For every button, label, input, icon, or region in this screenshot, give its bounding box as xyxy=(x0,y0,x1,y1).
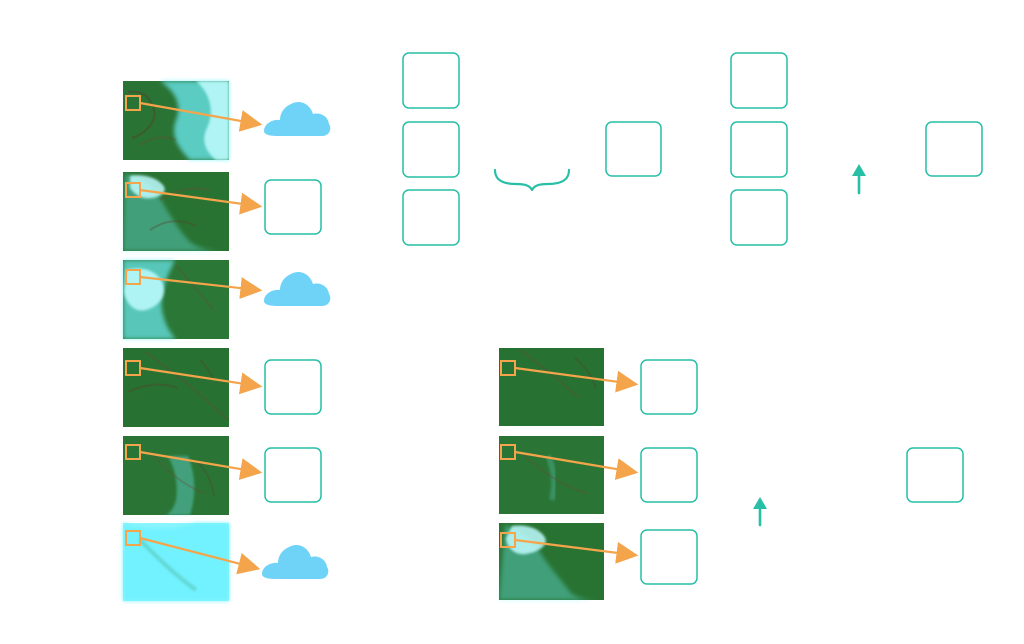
arrow-line xyxy=(139,366,263,395)
top-left-box-stack xyxy=(402,52,460,246)
cloud-icon xyxy=(262,545,329,579)
left-image-stack xyxy=(123,81,230,601)
arrow-line xyxy=(139,275,263,300)
stacked-box xyxy=(402,52,460,109)
middle-selection-arrows xyxy=(500,360,639,564)
curly-brace-icon xyxy=(493,168,571,192)
middle-image-stack xyxy=(499,348,604,600)
satellite-image xyxy=(499,436,604,514)
result-box xyxy=(264,179,322,235)
up-arrow-icon xyxy=(753,497,767,527)
satellite-image xyxy=(123,436,229,515)
bottom-right-single-box xyxy=(906,447,964,503)
middle-target-boxes xyxy=(640,359,698,585)
arrow-line xyxy=(139,101,263,132)
result-box xyxy=(264,359,322,415)
top-right-box-stack xyxy=(730,52,788,246)
satellite-image xyxy=(123,260,229,339)
arrow-line xyxy=(514,538,639,564)
stacked-box xyxy=(730,121,788,178)
arrow-line xyxy=(139,450,263,480)
left-targets xyxy=(262,102,331,579)
stacked-box xyxy=(730,189,788,246)
up-arrow-icon xyxy=(852,164,866,195)
aggregated-box xyxy=(605,121,662,177)
cloud-icon xyxy=(264,102,331,136)
result-box xyxy=(640,359,698,415)
stacked-box xyxy=(402,121,460,178)
satellite-image xyxy=(123,81,229,160)
top-right-single-box xyxy=(925,121,983,177)
cloud-icon xyxy=(264,272,331,306)
stacked-box xyxy=(402,189,460,246)
stacked-box xyxy=(730,52,788,109)
arrow-line xyxy=(514,366,639,393)
result-box xyxy=(264,447,322,503)
satellite-image xyxy=(499,348,604,426)
result-box xyxy=(640,529,698,585)
result-box xyxy=(640,447,698,503)
satellite-image xyxy=(123,523,229,601)
left-selection-arrows xyxy=(125,95,263,575)
arrow-line xyxy=(514,450,639,480)
satellite-image xyxy=(123,348,230,427)
arrow-line xyxy=(139,536,261,575)
arrow-line xyxy=(139,188,263,215)
